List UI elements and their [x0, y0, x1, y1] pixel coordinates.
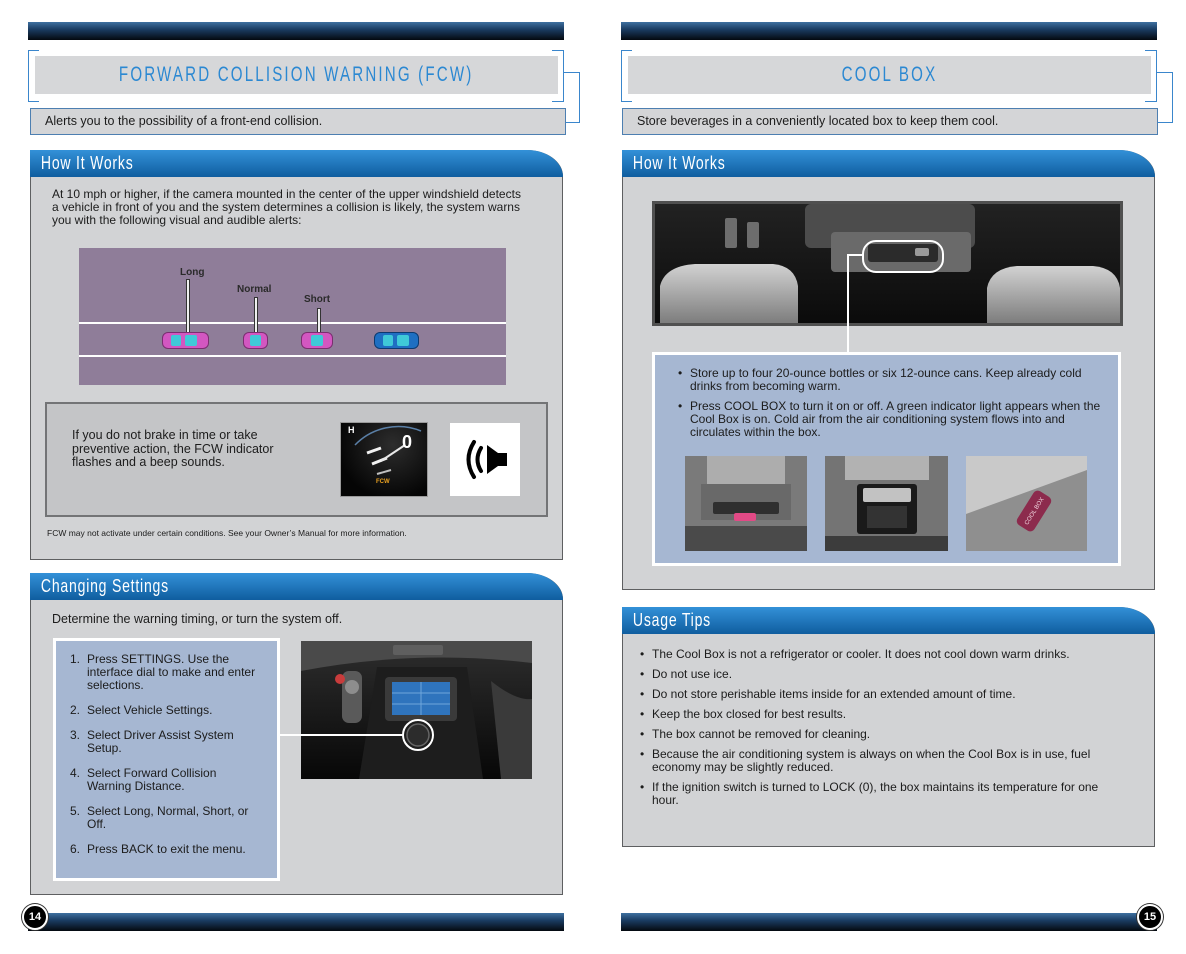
page-title: FORWARD COLLISION WARNING (FCW) [119, 63, 474, 86]
cool-box-open-thumbnail [825, 456, 948, 551]
step-number: 2. [70, 703, 81, 717]
page-title: COOL BOX [841, 63, 938, 86]
bottom-bar-right [621, 913, 1157, 931]
settings-steps-box: 1. Press SETTINGS. Use the interface dia… [53, 638, 280, 881]
page-number: 15 [1137, 904, 1163, 930]
list-item: Because the air conditioning system is a… [639, 748, 1117, 774]
step-text: Select Driver Assist System Setup. [87, 728, 234, 755]
section-heading: How It Works [632, 153, 726, 173]
step-number: 5. [70, 804, 81, 818]
top-bar-right [621, 22, 1157, 40]
timing-label-short: Short [304, 294, 331, 305]
usage-tips-bullets: The Cool Box is not a refrigerator or co… [639, 648, 1117, 814]
top-bar-left [28, 22, 564, 40]
fcw-footnote: FCW may not activate under certain condi… [47, 528, 407, 538]
cool-box-location-highlight [862, 240, 944, 273]
title-connector [1157, 72, 1173, 123]
step-number: 6. [70, 842, 81, 856]
list-item: Store up to four 20-ounce bottles or six… [677, 367, 1105, 393]
highlight-callout-line [847, 254, 849, 353]
section-header: Changing Settings [30, 573, 563, 600]
title-connector [564, 72, 580, 123]
step-number: 1. [70, 652, 81, 666]
list-item: Do not store perishable items inside for… [639, 688, 1117, 702]
leader-line-short [317, 308, 321, 332]
step-number: 4. [70, 766, 81, 780]
section-heading: Changing Settings [40, 576, 169, 596]
leader-line-long [186, 279, 190, 332]
title-bracket-left [621, 50, 632, 102]
cool-box-interior-photo [652, 201, 1123, 326]
section-header: How It Works [30, 150, 563, 177]
gauge-numeral: 0 [402, 432, 413, 452]
gauge-graphic [354, 425, 422, 475]
car-long [162, 332, 209, 349]
section-heading: Usage Tips [632, 610, 711, 630]
list-item: Do not use ice. [639, 668, 1117, 682]
cool-box-button-thumbnail: COOL BOX [966, 456, 1087, 551]
step-text: Select Long, Normal, Short, or Off. [87, 804, 249, 831]
list-item: The Cool Box is not a refrigerator or co… [639, 648, 1117, 662]
cool-box-bullets: Store up to four 20-ounce bottles or six… [677, 367, 1105, 446]
title-bracket-right [1145, 50, 1157, 102]
speaker-icon [466, 440, 507, 479]
cool-box-closed-thumbnail [685, 456, 807, 551]
list-item: If the ignition switch is turned to LOCK… [639, 781, 1117, 807]
list-item: 4. Select Forward Collision Warning Dist… [70, 767, 267, 793]
list-item: Keep the box closed for best results. [639, 708, 1117, 722]
step-text: Press BACK to exit the menu. [87, 842, 246, 856]
interface-dial-highlight [402, 719, 434, 751]
list-item: 5. Select Long, Normal, Short, or Off. [70, 805, 267, 831]
bottom-bar-left [28, 913, 564, 931]
gauge-mark: H [348, 425, 355, 435]
section-heading: How It Works [40, 153, 134, 173]
step-text: Press SETTINGS. Use the interface dial t… [87, 652, 256, 692]
highlight-callout-tick [847, 254, 863, 256]
car-normal [243, 332, 268, 349]
timing-label-normal: Normal [237, 284, 272, 295]
page-subtitle: Alerts you to the possibility of a front… [30, 108, 566, 135]
following-distance-diagram: Long Normal Short [79, 248, 506, 385]
title-bracket-left [28, 50, 39, 102]
car-short [301, 332, 333, 349]
fcw-indicator-label: FCW [376, 479, 390, 485]
page-subtitle: Store beverages in a conveniently locate… [622, 108, 1158, 135]
page-title-box: FORWARD COLLISION WARNING (FCW) [35, 56, 558, 94]
section-header: How It Works [622, 150, 1155, 177]
lane-line-top [79, 322, 506, 324]
section-header: Usage Tips [622, 607, 1155, 634]
dashboard-interface-dial-photo [301, 641, 532, 779]
list-item: 2. Select Vehicle Settings. [70, 704, 267, 717]
car-ahead [374, 332, 419, 349]
step-text: Select Vehicle Settings. [87, 703, 213, 717]
step-text: Select Forward Collision Warning Distanc… [87, 766, 217, 793]
step-number: 3. [70, 728, 81, 742]
leader-line-normal [254, 297, 258, 332]
timing-label-long: Long [180, 267, 205, 278]
fcw-intro-text: At 10 mph or higher, if the camera mount… [52, 187, 521, 227]
lane-line-bottom [79, 355, 506, 357]
list-item: Press COOL BOX to turn it on or off. A g… [677, 400, 1105, 439]
list-item: 6. Press BACK to exit the menu. [70, 843, 267, 856]
settings-intro-text: Determine the warning timing, or turn th… [52, 612, 343, 626]
alert-text: If you do not brake in time or take prev… [72, 428, 274, 469]
page-title-box: COOL BOX [628, 56, 1151, 94]
dial-callout-line [279, 734, 404, 736]
fcw-indicator-gauge: H 0 FCW [340, 422, 428, 497]
beep-speaker-icon [450, 423, 520, 496]
page-number: 14 [22, 904, 48, 930]
list-item: 3. Select Driver Assist System Setup. [70, 729, 267, 755]
list-item: The box cannot be removed for cleaning. [639, 728, 1117, 742]
title-bracket-right [552, 50, 564, 102]
list-item: 1. Press SETTINGS. Use the interface dia… [70, 653, 267, 692]
